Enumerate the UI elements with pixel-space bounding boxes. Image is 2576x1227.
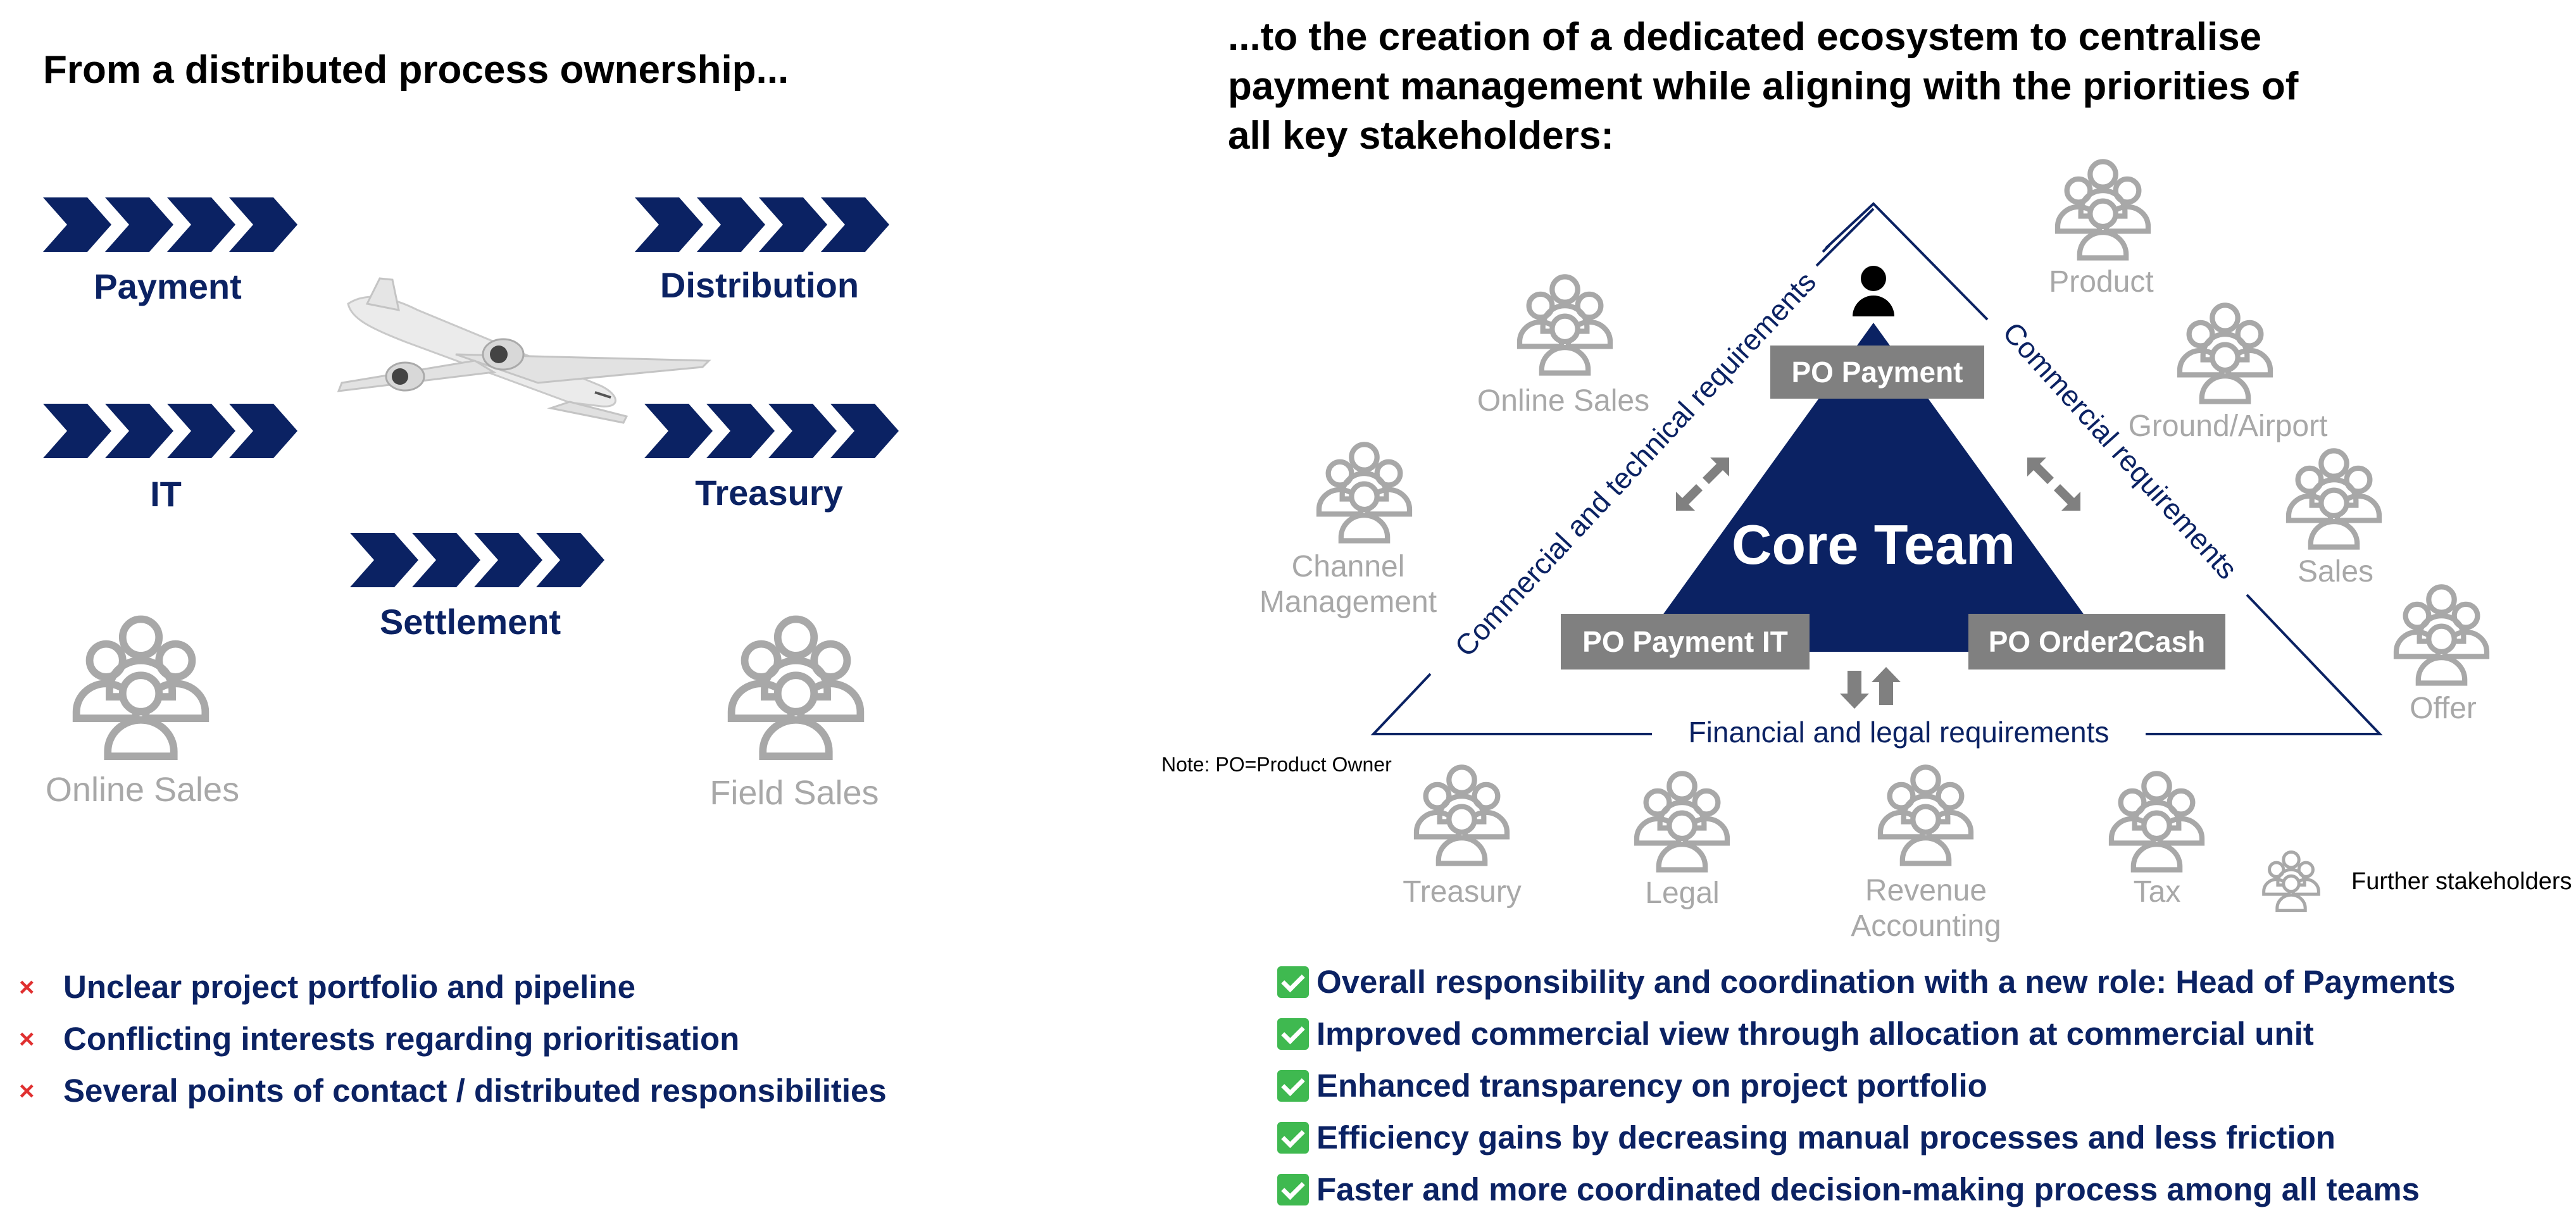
check-icon	[1277, 1018, 1309, 1050]
core-team-label: Core Team	[1731, 513, 2016, 576]
stakeholder-label: Treasury	[1403, 875, 1522, 909]
chevron-label-treasury: Treasury	[695, 473, 843, 513]
cross-icon: ×	[19, 971, 35, 1002]
edge-label-bottom: Financial and legal requirements	[1688, 716, 2110, 749]
check-icon	[1277, 1121, 1309, 1154]
stakeholder-label: Online Sales	[1477, 384, 1650, 418]
chevron-label-settlement: Settlement	[379, 602, 561, 642]
list-item: Improved commercial view through allocat…	[1277, 1015, 2314, 1052]
benefit-list: Overall responsibility and coordination …	[1277, 963, 2543, 1223]
people-group-icon	[2163, 301, 2287, 405]
people-group-icon	[54, 613, 228, 761]
ecosystem-diagram	[1370, 202, 2383, 735]
left-title: From a distributed process ownership...	[43, 48, 789, 92]
stakeholder-label: Offer	[2410, 692, 2477, 725]
people-group-icon	[2095, 769, 2218, 873]
people-group-icon	[2380, 582, 2503, 687]
right-title-line: ...to the creation of a dedicated ecosys…	[1228, 15, 2262, 59]
stakeholder-label: Revenue Accounting	[1851, 874, 2001, 943]
list-item: Efficiency gains by decreasing manual pr…	[1277, 1119, 2335, 1156]
people-label-online-sales: Online Sales	[45, 771, 240, 809]
check-icon	[1277, 1173, 1309, 1205]
po-payment-box: PO Payment	[1770, 346, 1984, 399]
legend-label: Further stakeholders	[2351, 868, 2572, 895]
people-group-icon	[2041, 157, 2165, 261]
cross-icon: ×	[19, 1023, 35, 1054]
list-item: × Unclear project portfolio and pipeline	[19, 968, 635, 1006]
list-item-text: Unclear project portfolio and pipeline	[63, 969, 635, 1005]
chevron-label-payment: Payment	[94, 266, 242, 306]
chevron-label-it: IT	[150, 474, 182, 514]
list-item-text: Enhanced transparency on project portfol…	[1316, 1068, 1987, 1104]
right-title-line: all key stakeholders:	[1228, 114, 1614, 158]
cross-icon: ×	[19, 1075, 35, 1106]
exchange-arrows-icon	[1676, 458, 1729, 511]
people-group-icon	[1400, 763, 1523, 867]
chevron-arrow-icon	[43, 197, 306, 252]
chevron-arrow-icon	[350, 533, 613, 587]
po-payment-it-box: PO Payment IT	[1561, 614, 1810, 670]
list-item-text: Efficiency gains by decreasing manual pr…	[1316, 1119, 2335, 1155]
stakeholder-label: Tax	[2133, 875, 2181, 909]
check-icon	[1277, 1069, 1309, 1102]
airplane-icon	[337, 277, 711, 424]
chevron-label-distribution: Distribution	[660, 265, 860, 305]
people-group-icon	[2272, 446, 2396, 551]
people-label-field-sales: Field Sales	[710, 774, 879, 812]
diagram-frame-segment	[1815, 208, 1875, 267]
list-item: × Several points of contact / distribute…	[19, 1072, 887, 1109]
right-title-line: payment management while aligning with t…	[1228, 65, 2299, 108]
exchange-arrows-icon	[1840, 667, 1901, 709]
stakeholder-label: Sales	[2297, 555, 2374, 589]
problem-list: × Unclear project portfolio and pipeline…	[19, 968, 968, 1133]
stakeholder-label: Product	[2049, 265, 2154, 299]
stakeholder-label: Channel Management	[1259, 550, 1437, 619]
people-group-icon	[1503, 272, 1627, 377]
right-title: ...to the creation of a dedicated ecosys…	[1228, 13, 2557, 161]
chevron-arrow-icon	[635, 197, 897, 252]
people-group-icon	[709, 613, 883, 761]
list-item-text: Faster and more coordinated decision-mak…	[1316, 1171, 2420, 1207]
po-order2cash-box: PO Order2Cash	[1968, 614, 2225, 670]
list-item: Overall responsibility and coordination …	[1277, 963, 2456, 1000]
list-item: × Conflicting interests regarding priori…	[19, 1020, 739, 1057]
list-item-text: Improved commercial view through allocat…	[1316, 1016, 2314, 1052]
people-group-icon	[1620, 769, 1744, 873]
chevron-arrow-icon	[43, 404, 306, 458]
people-group-icon	[1864, 763, 1987, 867]
check-icon	[1277, 966, 1309, 998]
core-team-triangle	[1636, 323, 2111, 652]
stakeholder-label: Legal	[1645, 876, 1720, 910]
person-icon	[1853, 266, 1894, 316]
list-item-text: Overall responsibility and coordination …	[1316, 964, 2456, 1000]
list-item: Faster and more coordinated decision-mak…	[1277, 1171, 2420, 1208]
list-item: Enhanced transparency on project portfol…	[1277, 1067, 1987, 1104]
exchange-arrows-icon	[2027, 458, 2080, 511]
note-text: Note: PO=Product Owner	[1161, 753, 1392, 776]
list-item-text: Several points of contact / distributed …	[63, 1073, 887, 1109]
people-group-icon	[1303, 440, 1426, 544]
stakeholder-label: Ground/Airport	[2128, 409, 2328, 443]
people-group-icon	[2253, 849, 2329, 912]
list-item-text: Conflicting interests regarding prioriti…	[63, 1021, 740, 1057]
